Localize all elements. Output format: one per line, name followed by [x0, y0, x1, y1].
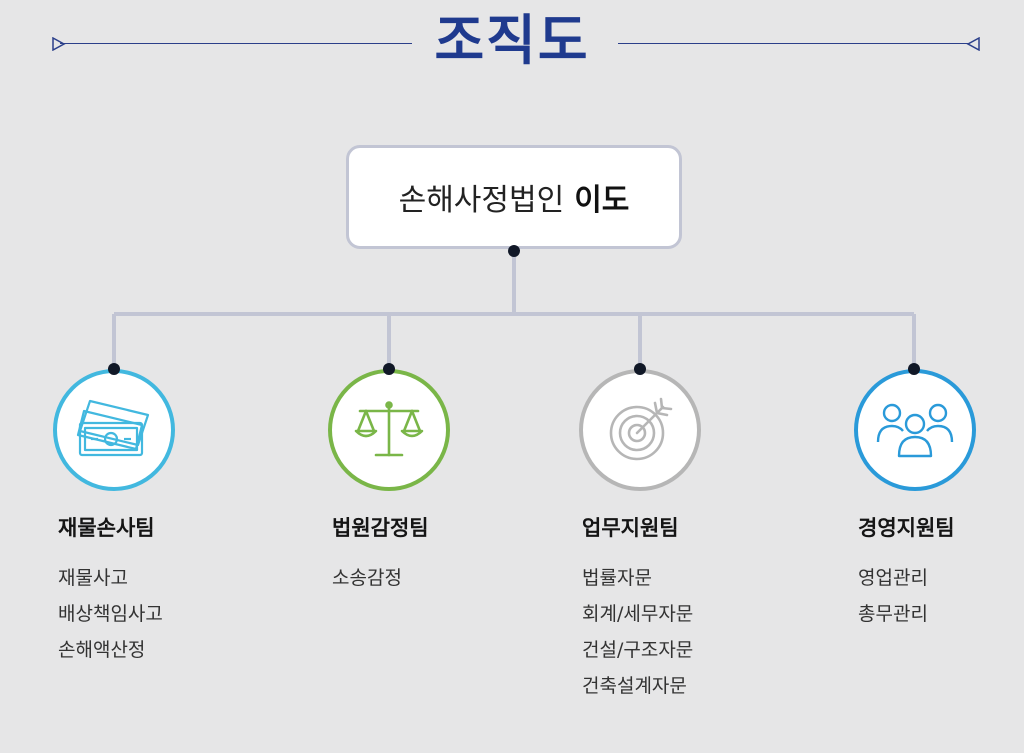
team-item: 배상책임사고 [58, 603, 163, 625]
people-group-icon [876, 403, 954, 458]
team-item: 총무관리 [858, 603, 928, 625]
header-line-right [618, 43, 968, 44]
target-arrow-icon [609, 397, 673, 461]
team-icon-circle-4 [854, 369, 976, 491]
team-item: 건설/구조자문 [582, 639, 694, 661]
team-item: 소송감정 [332, 567, 402, 589]
team-icon-circle-1 [53, 369, 175, 491]
root-node-label: 손해사정법인 [398, 183, 565, 218]
team-name-2: 법원감정팀 [332, 516, 429, 540]
root-node-box: 손해사정법인 이도 [346, 145, 682, 249]
junction-dot-3 [634, 363, 646, 375]
junction-dot-4 [908, 363, 920, 375]
team-name-3: 업무지원팀 [582, 516, 679, 540]
junction-dot-2 [383, 363, 395, 375]
triangle-right-icon [52, 37, 66, 51]
balance-scale-icon [354, 401, 424, 457]
team-item: 회계/세무자문 [582, 603, 694, 625]
triangle-left-icon [966, 37, 980, 51]
page-title: 조직도 [434, 9, 590, 72]
team-items-2: 소송감정 [332, 560, 402, 596]
team-name-1: 재물손사팀 [58, 516, 155, 540]
team-item: 재물사고 [58, 567, 128, 589]
team-name-4: 경영지원팀 [858, 516, 955, 540]
team-icon-circle-2 [328, 369, 450, 491]
root-node-company-name: 이도 [574, 183, 630, 218]
team-item: 건축설계자문 [582, 675, 687, 697]
team-item: 영업관리 [858, 567, 928, 589]
team-items-3: 법률자문 회계/세무자문 건설/구조자문 건축설계자문 [582, 560, 693, 704]
team-item: 손해액산정 [58, 639, 146, 661]
money-bills-icon [76, 399, 150, 457]
team-items-1: 재물사고 배상책임사고 손해액산정 [58, 560, 163, 668]
team-item: 법률자문 [582, 567, 652, 589]
header-line-left [60, 43, 412, 44]
junction-dot-root [508, 245, 520, 257]
team-items-4: 영업관리 총무관리 [858, 560, 928, 632]
junction-dot-1 [108, 363, 120, 375]
